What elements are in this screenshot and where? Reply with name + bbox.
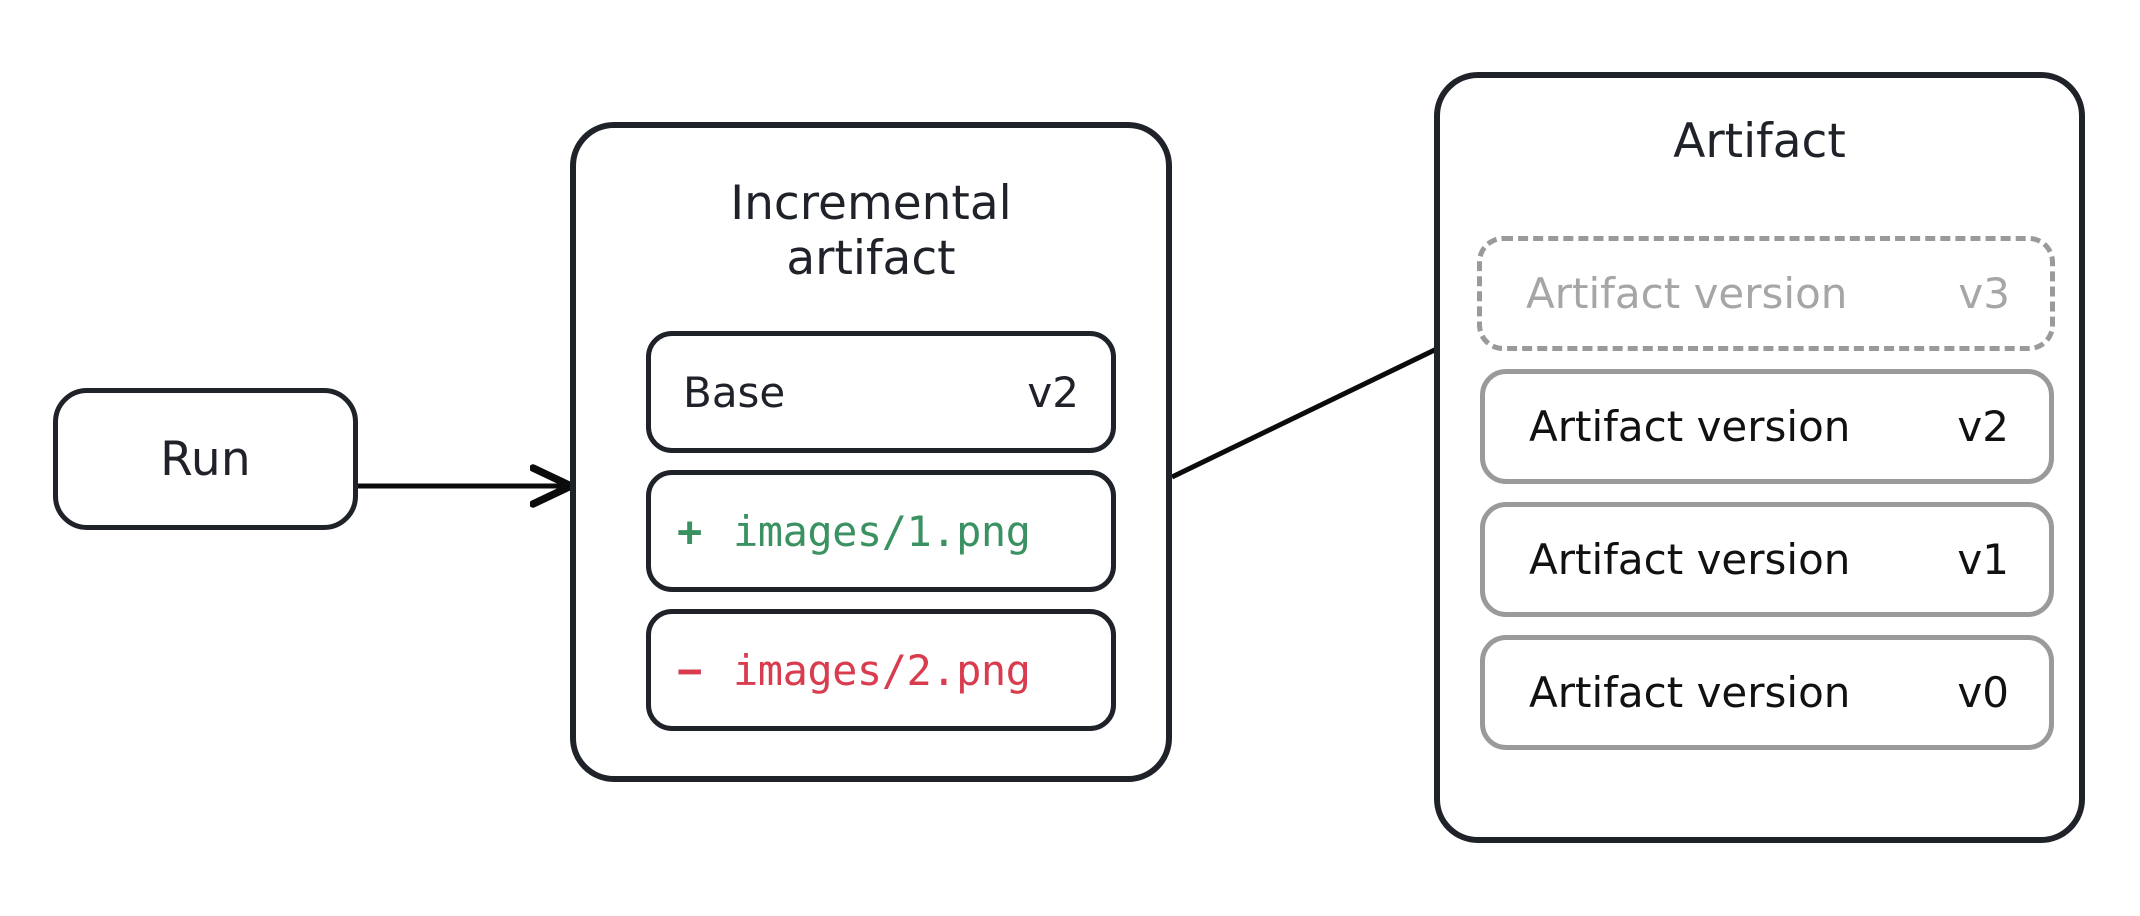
incremental-row-deleted-file[interactable]: − images/2.png: [646, 609, 1116, 731]
artifact-panel[interactable]: Artifact Artifact version v3 Artifact ve…: [1434, 72, 2085, 843]
artifact-version-row-v2-version: v2: [1957, 402, 2009, 451]
artifact-version-row-v0[interactable]: Artifact version v0: [1480, 635, 2054, 750]
incremental-row-base-name: Base: [683, 367, 786, 417]
artifact-version-row-v2[interactable]: Artifact version v2: [1480, 369, 2054, 484]
artifact-version-row-v3[interactable]: Artifact version v3: [1477, 236, 2055, 351]
run-node-label: Run: [160, 431, 251, 487]
artifact-version-row-v1-version: v1: [1957, 535, 2009, 584]
artifact-version-list: Artifact version v3 Artifact version v2 …: [1477, 236, 2055, 750]
incremental-row-added-file-path: images/1.png: [733, 506, 1031, 556]
edge-incremental-to-artifact: [1170, 329, 1478, 480]
artifact-version-row-v0-name: Artifact version: [1529, 668, 1851, 717]
artifact-version-row-v1-name: Artifact version: [1529, 535, 1851, 584]
artifact-version-row-v3-version: v3: [1958, 269, 2010, 318]
run-node[interactable]: Run: [53, 388, 358, 530]
incremental-row-base[interactable]: Base v2: [646, 331, 1116, 453]
plus-icon: +: [677, 506, 703, 556]
artifact-panel-title: Artifact: [1673, 114, 1846, 169]
incremental-row-base-version: v2: [1027, 367, 1079, 417]
incremental-artifact-panel[interactable]: Incremental artifact Base v2 + images/1.…: [570, 122, 1172, 782]
incremental-artifact-title: Incremental artifact: [730, 176, 1012, 287]
artifact-version-row-v3-name: Artifact version: [1526, 269, 1848, 318]
minus-icon: −: [677, 645, 703, 695]
artifact-version-row-v2-name: Artifact version: [1529, 402, 1851, 451]
artifact-version-row-v0-version: v0: [1957, 668, 2009, 717]
artifact-version-row-v1[interactable]: Artifact version v1: [1480, 502, 2054, 617]
incremental-row-deleted-file-path: images/2.png: [733, 645, 1031, 695]
incremental-row-added-file[interactable]: + images/1.png: [646, 470, 1116, 592]
incremental-artifact-row-list: Base v2 + images/1.png − images/2.png: [646, 331, 1116, 731]
